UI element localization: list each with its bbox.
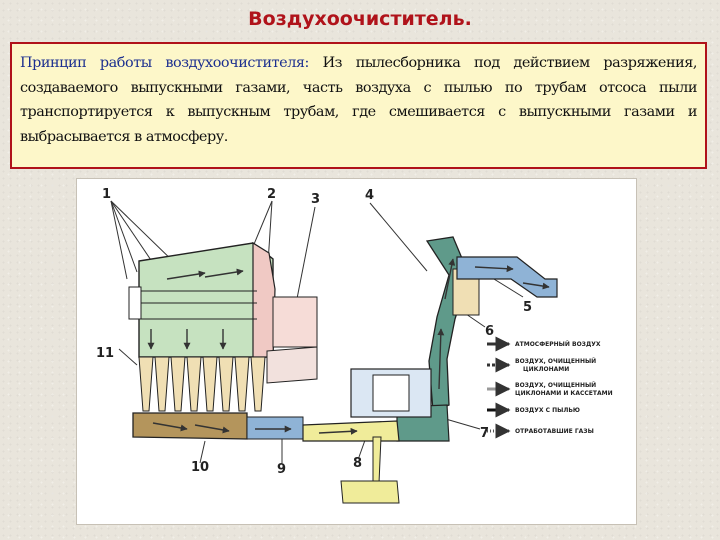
- cyclone-tubes: [138, 356, 266, 412]
- dust-collector: [132, 412, 248, 440]
- diagram-svg: АТМОСФЕРНЫЙ ВОЗДУХ ВОЗДУХ, ОЧИЩЕННЫЙ ЦИК…: [96, 187, 613, 504]
- callout-1: 1: [102, 187, 111, 202]
- inlet-duct-box: [350, 368, 432, 418]
- ejector-pipe: [302, 420, 400, 504]
- legend-item-cyclone-clean: ВОЗДУХ, ОЧИЩЕННЫЙ ЦИКЛОНАМИ: [487, 357, 596, 373]
- page-title: Воздухоочиститель.: [248, 8, 472, 30]
- legend-item-dusty-air: ВОЗДУХ С ПЫЛЬЮ: [487, 402, 580, 418]
- air-cleaner-diagram: АТМОСФЕРНЫЙ ВОЗДУХ ВОЗДУХ, ОЧИЩЕННЫЙ ЦИК…: [76, 178, 637, 525]
- description-text: Из пылесборника под действием разряжения…: [20, 55, 697, 145]
- callout-4: 4: [365, 188, 374, 203]
- callout-2: 2: [267, 187, 276, 202]
- callout-3: 3: [311, 192, 320, 207]
- callout-10: 10: [191, 460, 209, 475]
- description-lead: Принцип работы воздухоочистителя:: [20, 55, 309, 71]
- callout-8: 8: [353, 456, 362, 471]
- description-box: Принцип работы воздухоочистителя: Из пыл…: [10, 42, 707, 169]
- dust-suction-tube: [246, 416, 304, 440]
- callout-5: 5: [523, 300, 532, 315]
- legend-label-6: ВОЗДУХ С ПЫЛЬЮ: [515, 407, 580, 414]
- callout-11: 11: [96, 346, 114, 361]
- legend-label-1: АТМОСФЕРНЫЙ ВОЗДУХ: [515, 340, 601, 348]
- legend-item-cassette-clean: ВОЗДУХ, ОЧИЩЕННЫЙ ЦИКЛОНАМИ И КАССЕТАМИ: [487, 381, 613, 397]
- legend-label-4: ВОЗДУХ, ОЧИЩЕННЫЙ: [515, 381, 596, 389]
- legend-label-3: ЦИКЛОНАМИ: [523, 366, 569, 373]
- legend: АТМОСФЕРНЫЙ ВОЗДУХ ВОЗДУХ, ОЧИЩЕННЫЙ ЦИК…: [487, 336, 613, 439]
- callout-6: 6: [485, 324, 494, 339]
- legend-label-5: ЦИКЛОНАМИ И КАССЕТАМИ: [515, 390, 613, 397]
- legend-item-exhaust: ОТРАБОТАВШИЕ ГАЗЫ: [487, 423, 594, 439]
- callout-7: 7: [480, 426, 489, 441]
- flow-arrows: [147, 258, 550, 435]
- legend-label-7: ОТРАБОТАВШИЕ ГАЗЫ: [515, 428, 594, 435]
- legend-item-atmospheric: АТМОСФЕРНЫЙ ВОЗДУХ: [487, 336, 601, 352]
- callout-numbers: 1 2 3 4 5 6 7 8 9 10 11: [96, 187, 532, 477]
- legend-label-2: ВОЗДУХ, ОЧИЩЕННЫЙ: [515, 357, 596, 365]
- callout-9: 9: [277, 462, 286, 477]
